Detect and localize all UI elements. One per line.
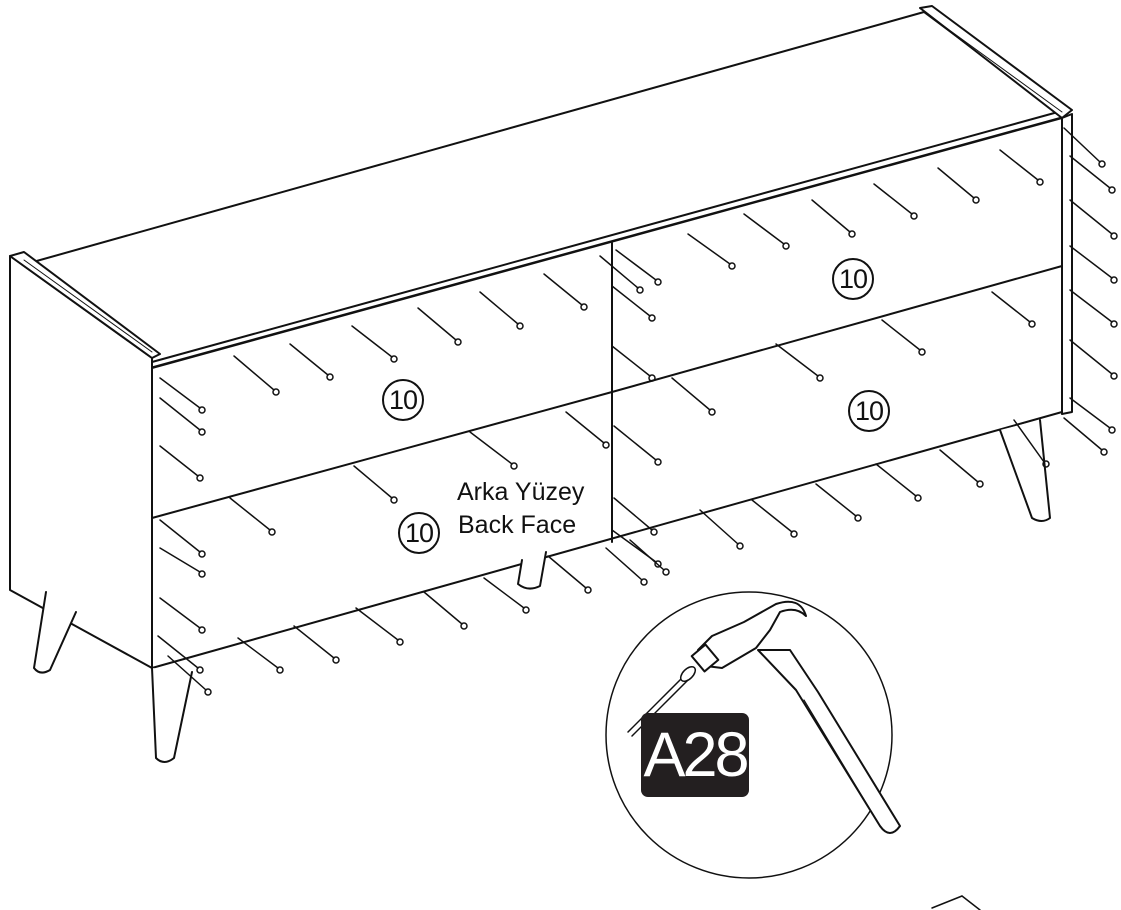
part-code-badge: A28 (641, 713, 750, 797)
nail-icon (157, 635, 204, 674)
nail-icon (751, 499, 798, 538)
nail-icon (353, 465, 398, 504)
nail-icon (815, 483, 862, 522)
hammer-icon (690, 600, 901, 834)
leg-front-left (33, 591, 77, 674)
nail-icon (469, 431, 518, 470)
nail-icon (937, 167, 980, 204)
nail-icon (611, 285, 656, 322)
leg-back-right (999, 419, 1051, 522)
nail-icon (599, 255, 644, 294)
nail-icon (611, 345, 656, 382)
panel-count-top-left: 10 (382, 379, 424, 421)
nail-icon (743, 213, 790, 250)
nail-icon (699, 509, 744, 550)
nail-icon (237, 637, 284, 674)
nail-icon (229, 497, 276, 536)
nail-icon (543, 273, 588, 311)
nails-right-top (599, 149, 1050, 468)
nail-icon (159, 519, 206, 558)
nail-icon (159, 445, 204, 482)
nail-icon (605, 547, 648, 586)
nail-icon (687, 233, 736, 270)
nail-icon (999, 149, 1044, 186)
nail-icon (629, 539, 670, 576)
nail-icon (547, 555, 592, 594)
nail-icon (1063, 127, 1106, 168)
nail-icon (479, 291, 524, 330)
back-face-label-en: Back Face (458, 511, 577, 539)
nail-fragment (931, 895, 981, 910)
leg-mid (517, 551, 547, 590)
nail-icon (417, 307, 462, 346)
nail-icon (775, 343, 824, 382)
nail-icon (1069, 245, 1118, 284)
nail-icon (881, 319, 926, 356)
nail-icon (875, 463, 922, 502)
nail-icon (671, 377, 716, 416)
nail-icon (1069, 339, 1118, 380)
nail-icon (483, 577, 530, 614)
nail-icon (1069, 289, 1118, 328)
nail-icon (1069, 397, 1116, 434)
nail-icon (355, 607, 404, 646)
back-face (151, 117, 1063, 669)
nail-icon (991, 291, 1036, 328)
nail-icon (167, 655, 212, 696)
nail-icon (293, 625, 340, 664)
nail-icon (351, 325, 398, 363)
nails-right-bottom (611, 425, 984, 576)
nail-icon (613, 425, 662, 466)
right-side-panel (919, 5, 1073, 415)
panel-count-top-right: 10 (832, 258, 874, 300)
nails-right-side (1063, 127, 1118, 456)
leg-back-left (151, 667, 193, 763)
panel-count-bottom-left: 10 (398, 512, 440, 554)
nail-icon (1069, 199, 1118, 240)
nails-left-top (159, 273, 610, 504)
nail-icon (811, 199, 856, 238)
nail-icon (615, 249, 662, 286)
nail-icon (873, 183, 918, 220)
nail-icon (1013, 419, 1050, 468)
nail-icon (159, 377, 206, 414)
nail-icon (159, 397, 206, 436)
nail-icon (565, 411, 610, 449)
nail-icon (233, 355, 280, 396)
nails-left-bottom (157, 497, 648, 696)
nail-icon (1069, 155, 1116, 194)
nail-icon (289, 343, 334, 381)
detail-callout (605, 591, 901, 879)
panel-count-bottom-right: 10 (848, 390, 890, 432)
nail-icon (159, 597, 206, 634)
nail-icon (159, 547, 206, 578)
back-face-label-tr: Arka Yüzey (457, 478, 585, 506)
nail-icon (1063, 417, 1108, 456)
nail-icon (939, 449, 984, 488)
nail-icon (613, 497, 658, 536)
nail-icon (423, 591, 468, 630)
